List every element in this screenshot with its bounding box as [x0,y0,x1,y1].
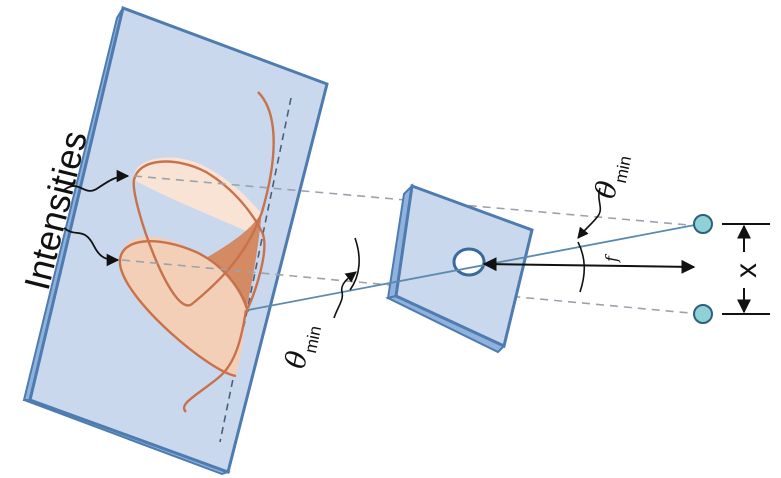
theta-arc-right [577,241,586,293]
screen-panel-face [28,6,329,474]
theta-symbol-right: θ [589,178,625,201]
intensity-curves [118,91,275,413]
theta-symbol-left: θ [279,348,315,371]
aperture-plate [385,183,534,354]
intensity-curve-1-fill [133,157,262,236]
min-subscript-left: min [301,324,325,355]
focal-length-label: f [602,253,621,263]
screen-axis-line [219,97,292,443]
separation-bracket [722,223,770,315]
intensities-pointer-lower [63,227,120,267]
focal-distance-arrow [482,257,696,274]
light-source-upper [693,214,713,234]
theta-pointer-right [577,187,602,239]
theta-min-label-left: θ min [279,324,326,371]
theta-min-label-right: θ min [589,154,636,201]
intensities-pointer-upper [63,169,130,192]
intensity-curve-1 [132,91,275,309]
theta-arc-left [349,237,360,291]
intensity-curve-2 [118,240,250,413]
theta-pointer-left [333,271,357,319]
dashed-ray-lower [121,259,701,315]
ray-from-upper-source [247,223,701,311]
intensity-curve-2-fill [120,236,246,376]
min-subscript-right: min [611,154,635,185]
separation-label: x [730,263,763,278]
aperture-hole [452,247,486,277]
screen-panel [22,6,329,476]
light-source-lower [693,304,713,324]
